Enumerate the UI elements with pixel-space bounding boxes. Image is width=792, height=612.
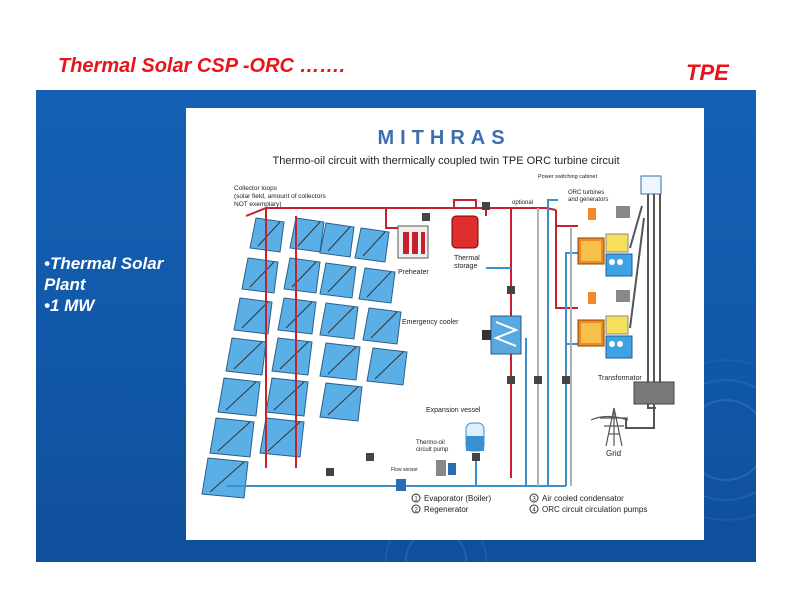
collector-label-3: NOT exemplary) [234,201,282,208]
expansion-vessel [465,422,485,452]
collector-strut [273,381,305,411]
pump-label-1: Thermo-oil [416,440,445,446]
mithras-logo: MITHRAS [377,127,510,149]
collector-strut [217,421,251,452]
collector-strut [285,301,313,329]
flow-sensor-label: Flow sensor [391,467,418,473]
emergency-cooler [482,315,522,355]
collector-strut [297,221,321,247]
legend-num: 1 [414,497,418,503]
collector-strut [233,341,263,370]
collector-strut [257,221,281,247]
legend-num: 2 [414,508,418,514]
collector-strut [362,231,386,257]
collector-label-2: (solar field, amount of collectors [234,193,327,200]
legend-text: Evaporator (Boiler) [424,494,491,503]
orc-unit-1 [577,206,633,277]
bullet-list: •Thermal Solar Plant •1 MW [44,253,163,316]
orc-label-2: and generators [568,197,608,203]
legend-text: Air cooled condensator [542,494,624,503]
collector-strut [374,351,404,380]
emergency-cooler-label: Emergency cooler [402,319,459,326]
preheater [397,225,429,259]
collector-field [201,217,408,499]
expansion-vessel-label: Expansion vessel [426,407,481,414]
neutral-pipes [537,208,572,486]
legend-text: ORC circuit circulation pumps [542,505,647,514]
preheater-label: Preheater [398,269,429,276]
legend-text: Regenerator [424,505,469,514]
bullet-item: •Thermal Solar [44,254,164,273]
optional-label: optional [512,200,533,206]
legend-num: 3 [532,497,536,503]
grid-label: Grid [606,449,621,458]
transformator-label: Transformator [598,375,642,382]
transformator [633,381,675,405]
collector-label-1: Collector loops [234,185,278,192]
collector-strut [327,386,359,416]
brand-label: TPE [686,60,729,85]
diagram-heading: Thermo-oil circuit with thermically coup… [272,155,619,167]
thermal-storage-label-2: storage [454,263,477,270]
slide-title: Thermal Solar CSP -ORC ……. [58,55,346,77]
legend: 1 Evaporator (Boiler) 2 Regenerator 3 Ai… [411,493,647,514]
thermal-storage [451,215,479,249]
thermal-storage-label-1: Thermal [454,255,480,262]
diagram-svg: MITHRAS Thermo-oil circuit with thermica… [201,127,675,514]
collector-strut [327,346,357,375]
collector-strut [327,266,353,293]
collector-strut [209,461,245,493]
collector-strut [327,306,355,334]
collector-strut [249,261,275,288]
cold-oil-pipes [226,199,581,487]
collector-strut [267,421,301,452]
thermo-oil-pump [436,460,456,476]
collector-strut [279,341,309,370]
collector-strut [225,381,257,411]
collector-strut [366,271,392,298]
power-cabinet [640,175,662,195]
bullet-item: Plant [44,275,86,294]
legend-num: 4 [532,508,536,514]
collector-strut [370,311,398,339]
orc-unit-2 [577,290,633,359]
collector-strut [327,226,351,252]
grid-pylon [590,407,629,447]
orc-label-1: ORC turbines [568,190,604,196]
mithras-diagram: MITHRAS Thermo-oil circuit with thermica… [186,108,704,540]
valves [326,202,570,476]
bullet-item: •1 MW [44,296,95,315]
power-cabinet-label: Power switching cabinet [538,174,597,180]
flow-sensor [396,479,406,491]
collector-strut [241,301,269,329]
pump-label-2: circuit pump [416,447,449,453]
